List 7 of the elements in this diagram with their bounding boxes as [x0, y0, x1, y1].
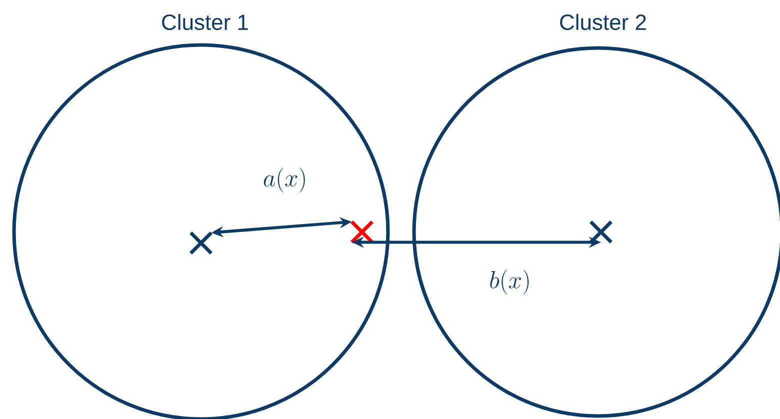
cross-mark: [189, 231, 213, 255]
cross-mark: [589, 220, 613, 244]
edge-label: $b(x)$: [490, 270, 529, 294]
cross-mark: [350, 220, 374, 244]
cluster-title: Cluster 2: [560, 14, 646, 30]
cluster-title: Cluster 1: [162, 14, 248, 30]
edge-label: $a(x)$: [264, 168, 305, 192]
